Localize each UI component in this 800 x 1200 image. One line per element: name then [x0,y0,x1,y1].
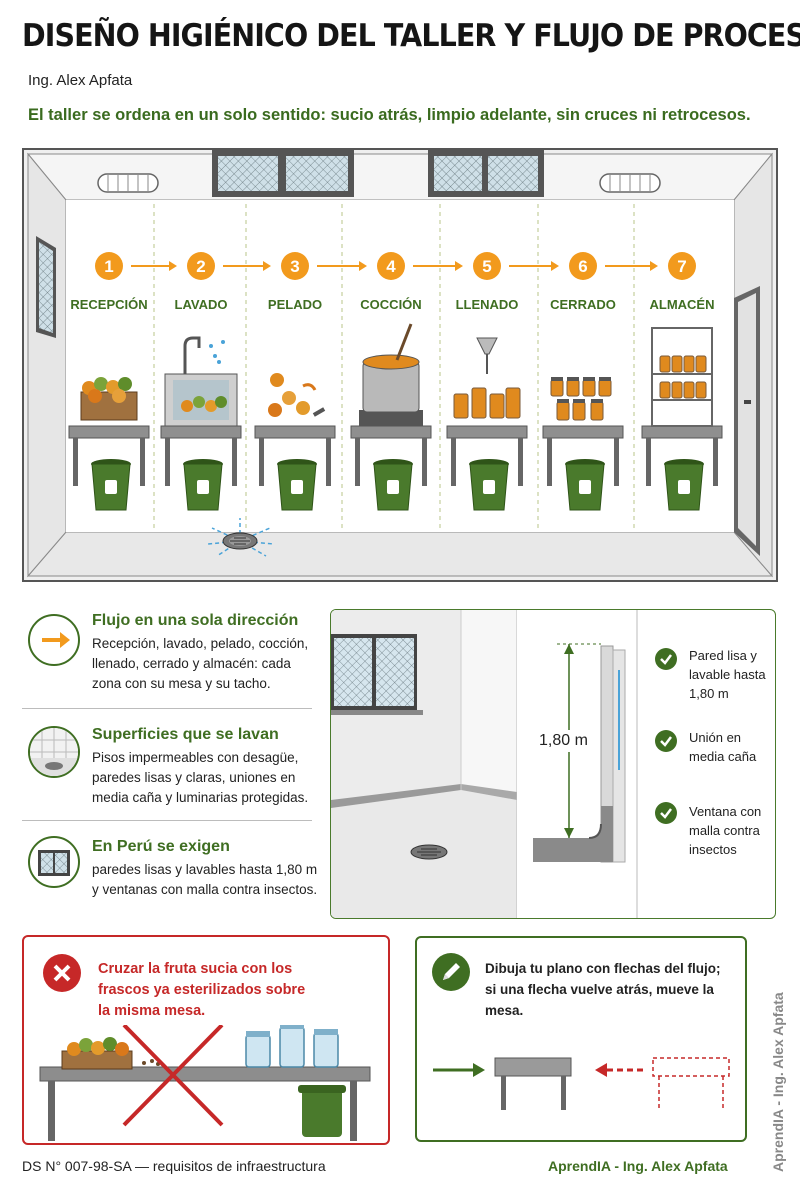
trash-bin-icon [664,459,704,511]
warning-box: Cruzar la fruta sucia con los frascos ya… [22,935,390,1145]
info-text: paredes lisas y lavables hasta 1,80 m y … [92,862,318,897]
work-table-3 [254,425,336,486]
trash-bin-icon [373,459,413,511]
flow-arrow-head [650,261,658,271]
side-watermark: AprendIA - Ing. Alex Apfata [770,992,786,1172]
info-title: Superficies que se lavan [92,726,279,743]
flow-arrow-head [455,261,463,271]
divider [22,708,312,709]
tip-text: Dibuja tu plano con flechas del flujo; s… [485,961,721,1018]
station-item-1 [80,377,138,421]
station-item-4 [359,323,423,426]
warning-text: Cruzar la fruta sucia con los frascos ya… [98,961,306,1019]
check-label: Pared lisa y lavable hasta 1,80 m [689,648,766,701]
work-table-1 [68,425,150,486]
info-text: Pisos impermeables con desagüe, paredes … [92,750,309,805]
window-mesh-icon [28,836,80,888]
legal-reference: DS N° 007-98-SA — requisitos de infraest… [22,1158,326,1174]
step-number: 1 [104,257,113,276]
tiled-floor-drain-icon [28,726,80,778]
check-icon [655,802,677,824]
pencil-icon [432,953,470,991]
station-item-5 [453,337,521,419]
author-name: Ing. Alex Apfata [28,72,133,89]
station-item-7 [651,327,713,427]
check-icon [655,648,677,670]
check-label: Ventana con malla contra insectos [689,804,762,857]
side-window [36,236,56,338]
step-number: 7 [677,257,686,276]
step-label: ALMACÉN [650,297,715,312]
divider [22,820,312,821]
work-table-2 [160,425,242,486]
info-text: Recepción, lavado, pelado, cocción, llen… [92,636,309,691]
flow-arrow-head [359,261,367,271]
page-subtitle: El taller se ordena en un solo sentido: … [28,106,751,124]
cross-contamination-illustration [39,1025,371,1141]
table-move-illustration [433,1057,730,1110]
step-label: COCCIÓN [360,297,421,312]
step-label: LLENADO [456,297,519,312]
window-mesh-1 [212,149,354,197]
step-label: PELADO [268,297,322,312]
ceiling-light-left [97,173,159,193]
error-x-icon [43,954,81,992]
page-title: DISEÑO HIGIÉNICO DEL TALLER Y FLUJO DE P… [22,18,800,54]
window-mesh-2 [428,149,544,197]
work-table-4 [350,425,432,486]
room-corner-illustration [331,610,638,918]
trash-bin-icon [91,459,131,511]
trash-bin-icon [183,459,223,511]
wall-detail-panel: 1,80 m Pared lisa y lavable hasta 1,80 m… [330,609,776,919]
step-number: 5 [482,257,491,276]
trash-bin-icon [277,459,317,511]
floor-drain-icon [207,518,275,557]
storage-door [734,286,760,556]
work-table-6 [542,425,624,486]
brand-credit: AprendIA - Ing. Alex Apfata [548,1158,728,1174]
trash-bin-icon [469,459,509,511]
tip-box: Dibuja tu plano con flechas del flujo; s… [415,936,747,1142]
step-label: LAVADO [175,297,228,312]
work-table-5 [446,425,528,486]
ceiling-light-right [599,173,661,193]
info-title: En Perú se exigen [92,838,230,855]
trash-bin-icon [565,459,605,511]
station-item-3 [268,373,326,417]
info-title: Flujo en una sola dirección [92,612,299,629]
station-item-6 [550,377,612,421]
step-number: 3 [290,257,299,276]
arrow-right-icon [28,614,80,666]
flow-arrow-head [263,261,271,271]
step-label: CERRADO [550,297,616,312]
step-number: 6 [578,257,587,276]
height-dimension-label: 1,80 m [539,730,588,752]
station-item-2 [164,336,238,427]
flow-arrow-head [169,261,177,271]
step-label: RECEPCIÓN [70,297,147,312]
check-label: Unión en media caña [689,730,757,764]
step-number: 4 [386,257,396,276]
flow-arrow-head [551,261,559,271]
check-icon [655,730,677,752]
step-number: 2 [196,257,205,276]
